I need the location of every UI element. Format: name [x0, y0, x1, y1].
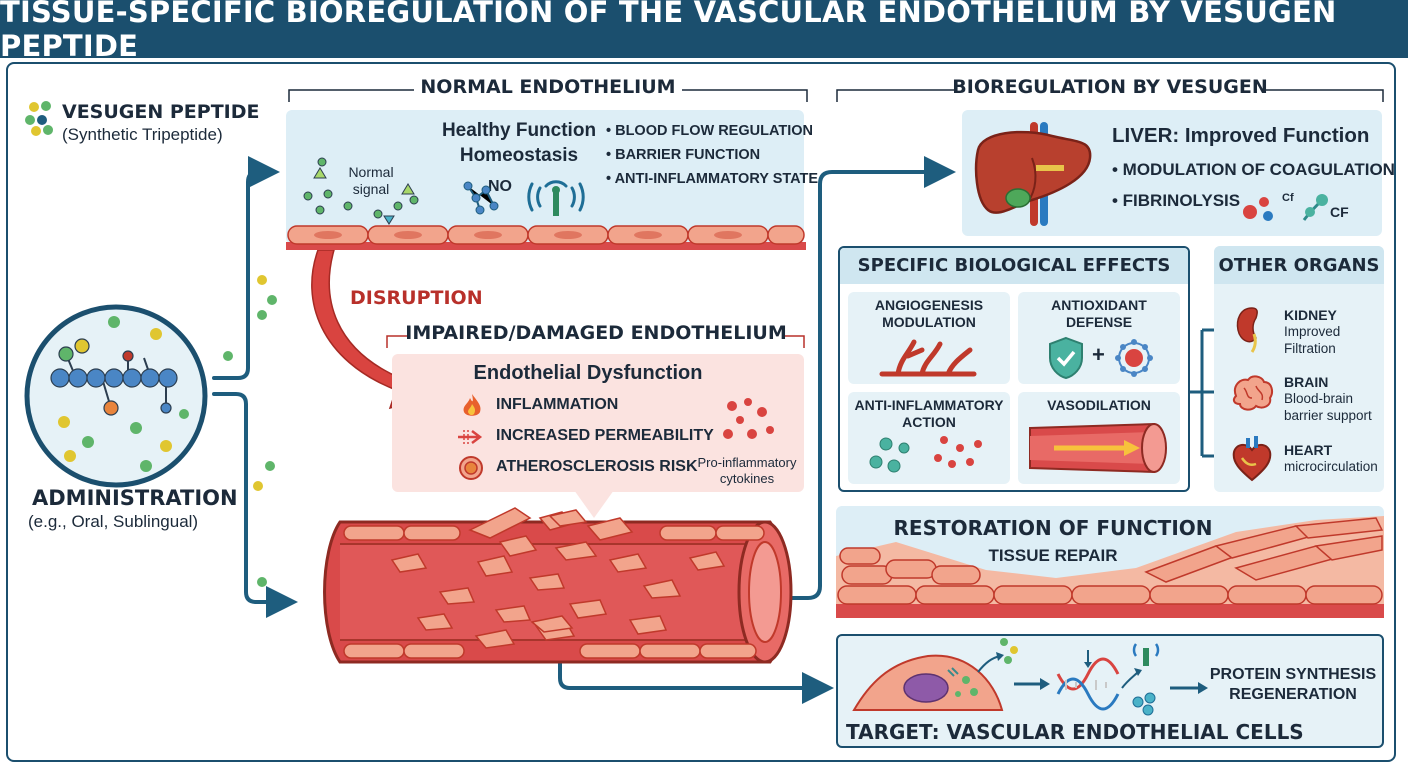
arrow-to-normal — [212, 156, 280, 380]
normal-bullet-1: • BLOOD FLOW REGULATION — [606, 123, 813, 139]
effect-1-line1: ANGIOGENESIS — [874, 297, 984, 313]
arrow-to-organs — [1190, 328, 1220, 458]
cf-big-label: CF — [1330, 204, 1349, 220]
organ-2-line2: barrier support — [1284, 408, 1372, 423]
organ-2-line1: Blood-brain — [1284, 391, 1354, 406]
cytokines-line2: cytokines — [719, 471, 775, 486]
organ-3-name: HEART — [1284, 442, 1333, 458]
normal-header-bracket — [288, 89, 808, 102]
impaired-header-bracket — [386, 335, 805, 348]
effect-cell-antioxidant — [1018, 292, 1180, 384]
liver-title: LIVER: Improved Function — [1112, 124, 1370, 147]
bioreg-header-bracket — [836, 89, 1384, 102]
target-result-line2: REGENERATION — [1229, 686, 1357, 703]
effect-3-line2: ACTION — [902, 414, 956, 430]
arrow-to-target — [558, 638, 834, 704]
effect-2-line1: ANTIOXIDANT — [1051, 297, 1147, 313]
impaired-item-2: INCREASED PERMEABILITY — [496, 427, 714, 444]
peptide-legend-icon — [25, 101, 53, 136]
endothelial-cell-icon — [852, 638, 1018, 711]
antioxidant-molecule-icon — [1115, 339, 1153, 377]
liver-item-1: • MODULATION OF COAGULATION — [1112, 160, 1395, 179]
arrow-to-bioreg — [788, 156, 956, 600]
content-frame — [6, 62, 1396, 762]
normal-signal-line1: Normal — [348, 164, 394, 180]
restoration-subtitle: TISSUE REPAIR — [988, 546, 1118, 565]
anti-inflammatory-icon — [869, 436, 982, 473]
permeability-icon — [458, 430, 483, 444]
administration-description: (e.g., Oral, Sublingual) — [28, 512, 199, 531]
shield-check-icon — [1049, 336, 1083, 380]
brain-icon — [1232, 375, 1273, 411]
wifi-signal-icon — [527, 180, 585, 216]
restored-tissue-layer — [836, 516, 1384, 618]
normal-function-line1: Healthy Function — [441, 120, 597, 141]
effect-cell-antiinflammatory — [848, 392, 1010, 484]
disruption-label: DISRUPTION — [350, 287, 483, 309]
bioreg-header: BIOREGULATION BY VESUGEN — [952, 76, 1268, 98]
peptide-description: (Synthetic Tripeptide) — [62, 125, 223, 144]
liver-item-2: • FIBRINOLYSIS — [1112, 191, 1241, 210]
effects-header: SPECIFIC BIOLOGICAL EFFECTS — [857, 255, 1171, 276]
effect-3-line1: ANTI-INFLAMMATORY — [854, 397, 1004, 413]
normal-signal-molecules-icon — [303, 157, 419, 225]
organ-3-line1: microcirculation — [1284, 459, 1378, 474]
peptide-dots-path — [223, 275, 277, 587]
impaired-item-1: INFLAMMATION — [496, 396, 619, 413]
heart-icon — [1232, 436, 1272, 482]
kidney-icon — [1236, 307, 1258, 353]
normal-bullet-2: • BARRIER FUNCTION — [606, 147, 761, 163]
impaired-title: Endothelial Dysfunction — [473, 362, 703, 384]
effect-cell-angiogenesis — [848, 292, 1010, 384]
page-title: TISSUE-SPECIFIC BIOREGULATION OF THE VAS… — [0, 0, 1408, 63]
molecule-circle-icon — [24, 304, 208, 488]
vasodilation-icon — [1029, 422, 1167, 474]
nitric-oxide-icon — [463, 181, 499, 215]
normal-function-line2: Homeostasis — [459, 145, 579, 166]
normal-bullet-3: • ANTI-INFLAMMATORY STATE — [606, 171, 819, 187]
organ-1-line1: Improved — [1284, 324, 1341, 339]
target-result-line1: PROTEIN SYNTHESIS — [1209, 666, 1377, 683]
administration-title: ADMINISTRATION — [32, 486, 238, 510]
fibrin-icon — [1302, 194, 1328, 221]
peptide-name: VESUGEN PEPTIDE — [62, 101, 260, 123]
normal-signal-line2: signal — [352, 181, 390, 197]
organ-1-line2: Filtration — [1284, 341, 1336, 356]
damaged-blood-vessel — [323, 507, 793, 664]
cytokines-icon — [723, 398, 774, 439]
impaired-header: IMPAIRED/DAMAGED ENDOTHELIUM — [405, 322, 787, 344]
cytokines-line1: Pro-inflammatory — [697, 455, 797, 470]
effect-4-line1: VASODILATION — [1047, 397, 1151, 413]
effect-1-line2: MODULATION — [882, 314, 976, 330]
fire-icon — [463, 394, 481, 416]
plus-symbol: + — [1092, 342, 1105, 367]
coagulation-factors-icon — [1243, 197, 1273, 221]
synthesis-pathway-icons — [1014, 643, 1208, 716]
effect-2-line2: DEFENSE — [1065, 314, 1133, 330]
restoration-title: RESTORATION OF FUNCTION — [893, 516, 1213, 540]
atherosclerosis-icon — [459, 456, 483, 480]
cf-small-label: Cf — [1282, 192, 1294, 204]
impaired-item-3: ATHEROSCLEROSIS RISK — [496, 458, 698, 475]
normal-header: NORMAL ENDOTHELIUM — [420, 76, 676, 98]
liver-icon — [974, 122, 1092, 226]
speech-tail — [574, 490, 614, 518]
effects-header-bg — [840, 248, 1188, 284]
angiogenesis-icon — [879, 339, 977, 377]
normal-panel — [286, 110, 804, 244]
normal-endothelium-cell-layer — [286, 225, 806, 250]
organs-header-bg — [1214, 246, 1384, 284]
organ-1-name: KIDNEY — [1284, 307, 1337, 323]
target-label: TARGET: VASCULAR ENDOTHELIAL CELLS — [846, 720, 1304, 744]
organs-header: OTHER ORGANS — [1218, 255, 1380, 276]
arrow-to-vessel — [212, 392, 298, 618]
no-label: NO — [488, 178, 512, 195]
organ-2-name: BRAIN — [1284, 374, 1329, 390]
